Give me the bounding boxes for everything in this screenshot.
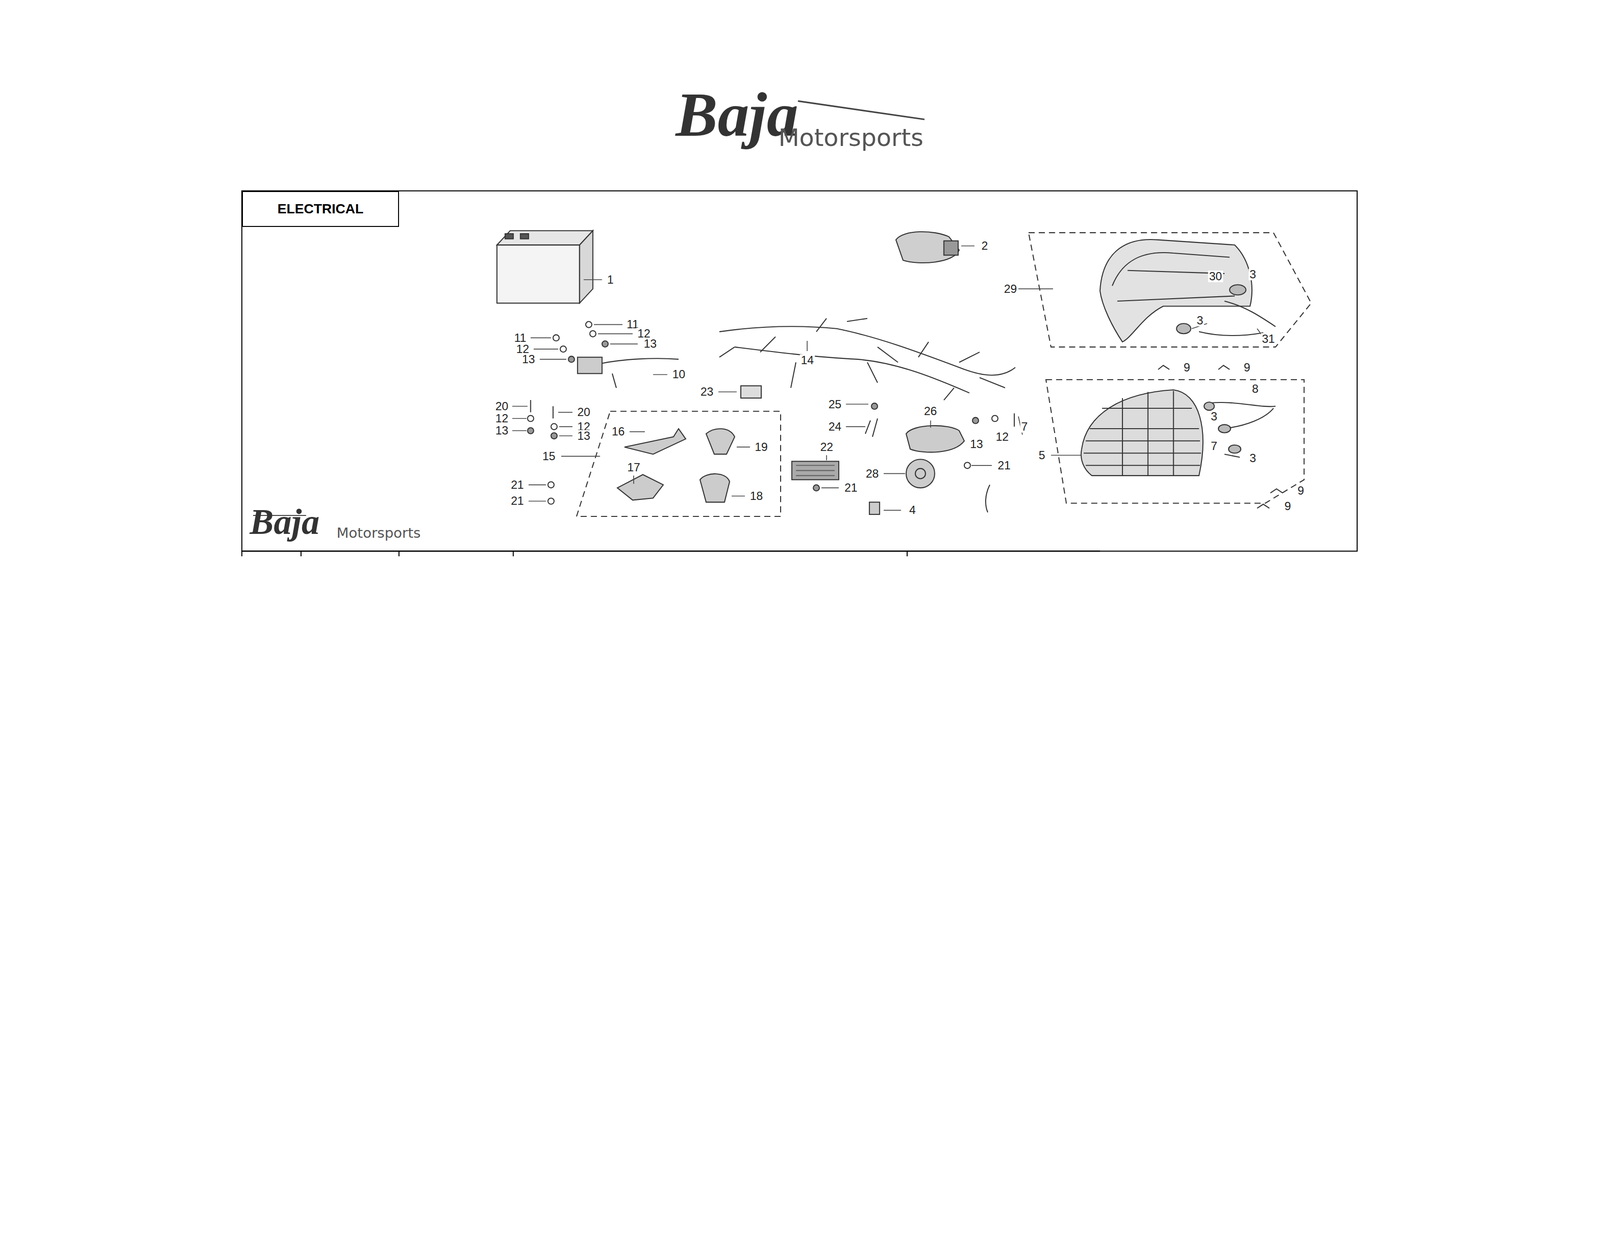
- callout-number: 17: [626, 461, 642, 474]
- callout-number: 20: [576, 406, 592, 418]
- callout-number: 3: [1209, 410, 1218, 423]
- callout-number: 3: [1248, 452, 1257, 464]
- callout-number: 23: [699, 385, 715, 398]
- callout-number: 20: [494, 400, 510, 413]
- callout-number: 3: [1248, 268, 1257, 281]
- callout-number: 16: [610, 425, 626, 438]
- callout-number: 9: [1296, 484, 1305, 497]
- brand-subtitle: Motorsports: [335, 526, 422, 541]
- callout-number: 11: [513, 332, 528, 344]
- callout-number: 1: [606, 273, 615, 286]
- callout-number: 31: [1261, 333, 1277, 345]
- callout-number: 13: [969, 438, 985, 450]
- callout-number: 5: [1037, 449, 1046, 462]
- callout-number: 25: [827, 398, 843, 411]
- callout-number: 29: [1003, 283, 1019, 295]
- callout-number: 12: [494, 412, 510, 425]
- brand-logo: Baja: [248, 503, 321, 540]
- callout-number: 9: [1283, 500, 1292, 512]
- callout-number: 7: [1020, 420, 1029, 433]
- callout-number: 13: [494, 424, 510, 437]
- callout-number: 21: [996, 459, 1012, 472]
- callout-number: 10: [671, 368, 687, 381]
- callout-number: 14: [800, 354, 816, 367]
- callout-number: 8: [1250, 383, 1260, 395]
- callout-number: 13: [642, 337, 658, 350]
- section-title: ELECTRICAL: [277, 201, 364, 217]
- callout-number: 15: [541, 450, 557, 463]
- callout-number: 13: [521, 353, 537, 366]
- callout-number: 3: [1195, 314, 1204, 327]
- callout-number: 7: [1209, 440, 1218, 452]
- callout-number: 24: [827, 420, 843, 433]
- callout-number: 22: [819, 441, 835, 453]
- callout-number: 26: [923, 405, 939, 417]
- brand-subtitle: Motorsports: [777, 125, 925, 150]
- callout-number: 21: [843, 481, 859, 494]
- section-tab: ELECTRICAL: [241, 191, 400, 227]
- callout-number: 2: [980, 240, 989, 252]
- callout-number: 18: [749, 490, 765, 502]
- callout-number: 9: [1182, 361, 1191, 374]
- callout-number: 28: [864, 467, 880, 480]
- callout-number: 21: [510, 479, 526, 491]
- callout-number: 19: [753, 441, 769, 453]
- callout-number: 13: [576, 430, 592, 442]
- callout-number: 21: [510, 495, 526, 507]
- callout-number: 9: [1242, 361, 1251, 374]
- callout-number: 12: [994, 431, 1010, 443]
- callout-number: 4: [908, 504, 917, 516]
- callout-number: 30: [1208, 270, 1224, 283]
